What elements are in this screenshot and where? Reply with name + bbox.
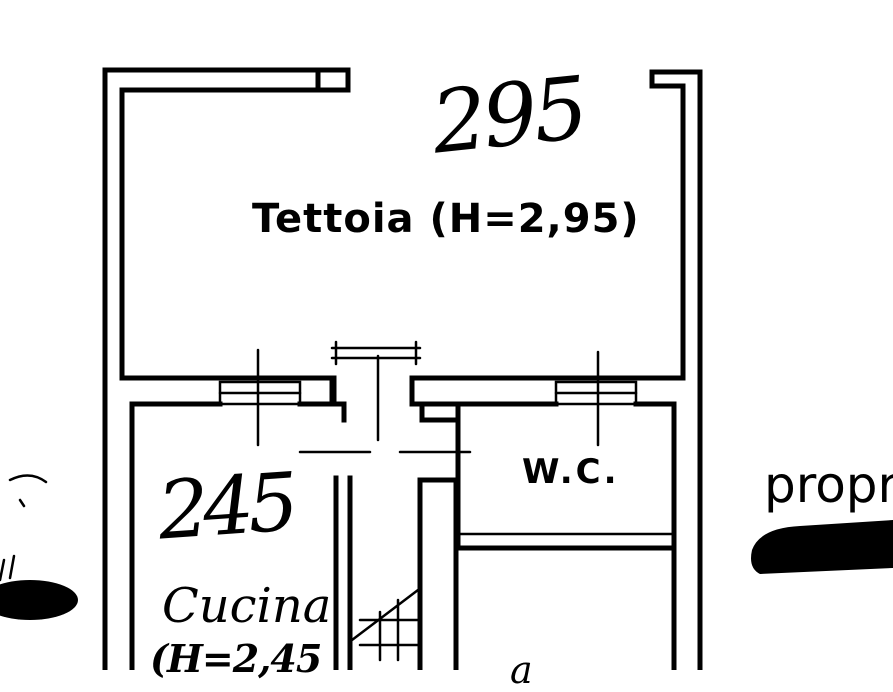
left-cropped-blot bbox=[0, 580, 78, 620]
label-bottom-cropped: a bbox=[510, 648, 533, 692]
tettoia-outer-wall bbox=[102, 67, 351, 670]
wc-partition bbox=[455, 401, 677, 551]
room-label-cucina: Cucina bbox=[162, 578, 332, 634]
separation-wall-mid-right bbox=[409, 375, 559, 407]
separation-wall-left bbox=[129, 401, 223, 670]
door-jamb-left bbox=[329, 375, 347, 423]
dimension-top: 295 bbox=[427, 58, 589, 174]
room-label-cucina-height: (H=2,45 bbox=[150, 636, 322, 681]
tettoia-pier-left bbox=[315, 67, 351, 93]
stair-steps bbox=[350, 588, 420, 662]
tettoia-right-inner-wall bbox=[409, 69, 686, 381]
door-lintel bbox=[330, 340, 422, 366]
stair-wall-right bbox=[417, 477, 459, 670]
tettoia-inner-wall bbox=[119, 87, 335, 381]
tettoia-right-wall bbox=[649, 69, 703, 670]
room-label-wc: W.C. bbox=[522, 452, 620, 492]
room-label-tettoia: Tettoia (H=2,95) bbox=[252, 196, 640, 242]
dimension-left: 245 bbox=[154, 455, 296, 558]
separation-wall-mid-left bbox=[297, 375, 337, 407]
separation-wall-right bbox=[633, 401, 677, 670]
redaction-bar bbox=[751, 520, 893, 574]
floor-plan-drawing bbox=[0, 67, 893, 670]
stair-wall-left bbox=[333, 475, 353, 670]
left-cropped-mark bbox=[0, 474, 48, 582]
label-right-cropped: propri bbox=[764, 456, 893, 514]
